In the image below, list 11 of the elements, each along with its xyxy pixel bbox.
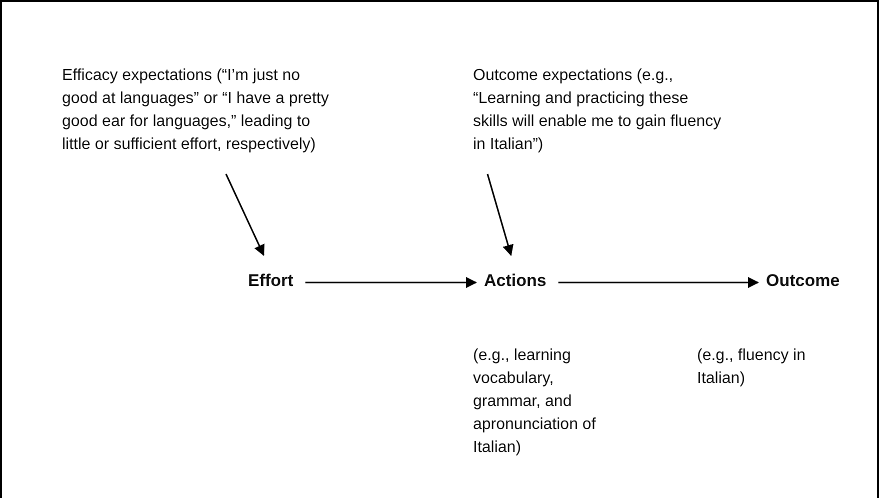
stage-label: Outcome bbox=[766, 269, 840, 292]
arrow bbox=[558, 276, 760, 288]
arrow bbox=[305, 276, 478, 288]
expectation-note: Outcome expectations (e.g., “Learning and practicing these skills will enable me to gain fluency in Italian”) bbox=[473, 64, 723, 156]
stage-label: Effort bbox=[248, 269, 294, 292]
example-note: (e.g., fluency in Italian) bbox=[697, 346, 806, 389]
arrow bbox=[225, 174, 264, 256]
arrow bbox=[486, 174, 514, 256]
example-note: (e.g., learning vocabulary, grammar, and apronunciation of Italian) bbox=[473, 346, 597, 458]
stage-label: Actions bbox=[484, 269, 546, 292]
expectation-note: Efficacy expectations (“I’m just no good at languages” or “I have a pretty good ear for languages,” leading to little or sufficient effort, respectively) bbox=[62, 64, 332, 156]
